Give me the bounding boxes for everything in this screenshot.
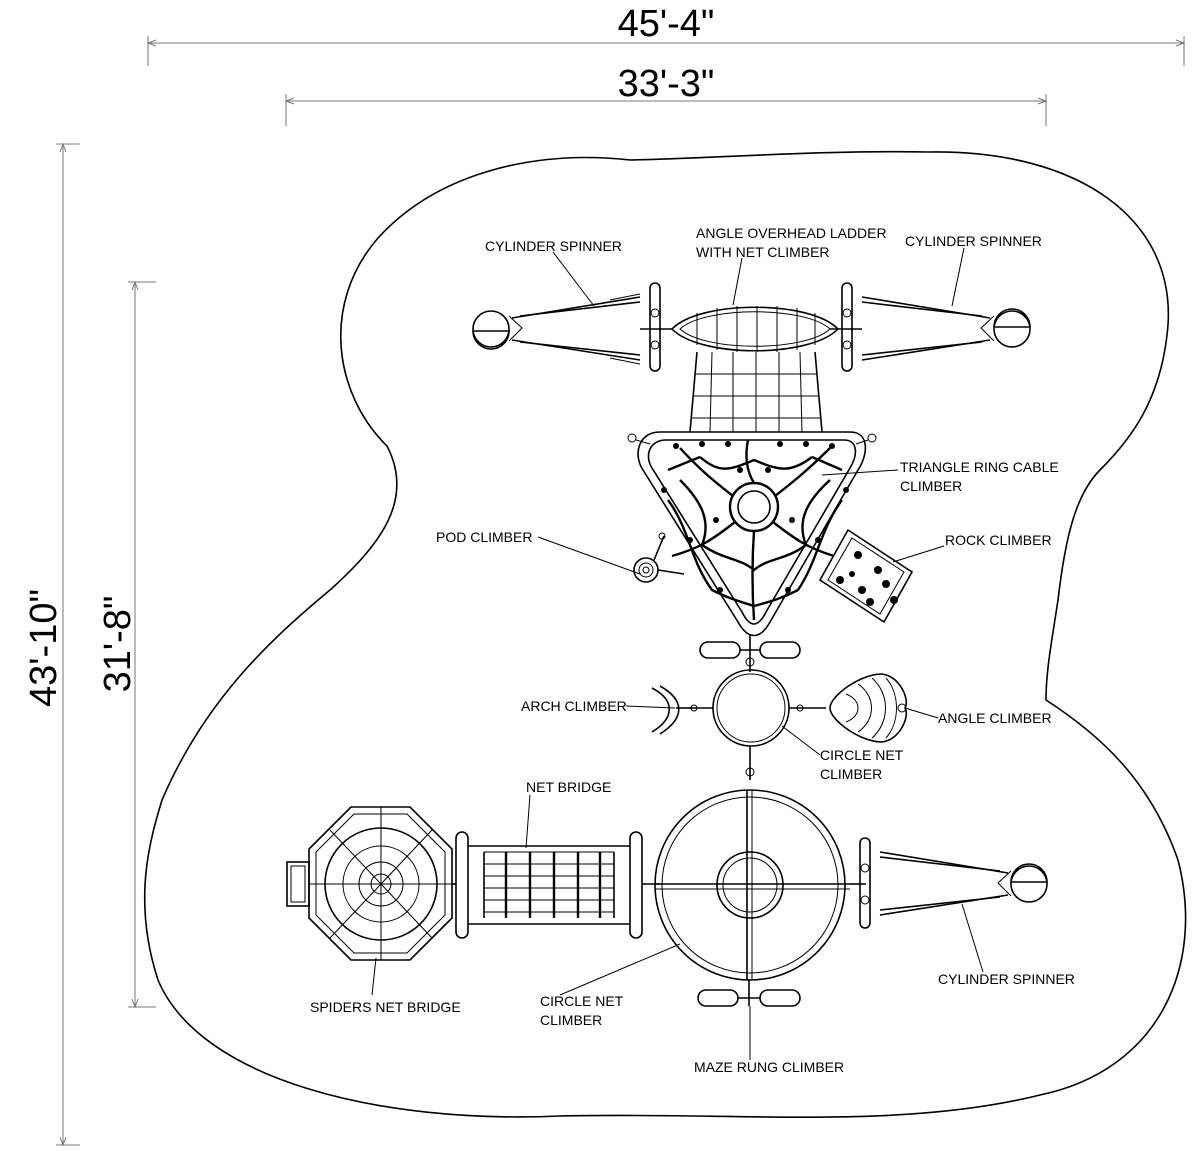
play-depth-label: 31'-8" [97,596,139,693]
label-angle-ladder-line2: WITH NET CLIMBER [696,244,830,260]
label-cylinder-spinner-top-left: CYLINDER SPINNER [485,238,622,254]
play-width-label: 33'-3" [618,63,715,105]
dimension-play-width: 33'-3" [284,63,1048,126]
upper-connector [699,634,801,672]
cylinder-spinner-top-right [830,282,1031,372]
label-rock-climber: ROCK CLIMBER [945,532,1052,548]
dimension-overall-width: 45'-4" [146,3,1186,66]
label-angle-climber: ANGLE CLIMBER [938,710,1052,726]
label-cylinder-spinner-bottom: CYLINDER SPINNER [938,971,1075,987]
label-circle-net-large-line1: CIRCLE NET [540,993,624,1009]
dimension-play-depth: 31'-8" [97,280,156,1009]
angle-climber [829,673,907,743]
label-maze-rung-climber: MAZE RUNG CLIMBER [694,1059,844,1075]
label-circle-net-large-line2: CLIMBER [540,1012,602,1028]
label-spiders-net-bridge: SPIDERS NET BRIDGE [310,999,461,1015]
dimension-overall-depth: 43'-10" [23,142,80,1147]
surfacing-boundary [143,150,1187,1118]
overall-width-label: 45'-4" [618,3,715,45]
circle-net-climber-large [654,789,866,981]
spiders-net-bridge [286,806,453,961]
circle-net-climber-small [690,669,826,780]
maze-rung-climber [697,980,801,1007]
overall-depth-label: 43'-10" [23,589,65,707]
cylinder-spinner-bottom [859,837,1048,929]
triangle-ring-cable-climber [627,431,877,637]
label-circle-net-small-line2: CLIMBER [820,766,882,782]
label-triangle-line1: TRIANGLE RING CABLE [900,459,1059,475]
angle-overhead-ladder [670,306,840,433]
net-bridge [452,831,660,939]
label-net-bridge: NET BRIDGE [526,779,611,795]
arch-climber [651,685,692,735]
label-cylinder-spinner-top-right: CYLINDER SPINNER [905,233,1042,249]
cylinder-spinner-top-left [472,282,672,372]
rock-climber [818,528,914,624]
label-arch-climber: ARCH CLIMBER [521,698,627,714]
leader-lines [371,247,984,1060]
label-pod-climber: POD CLIMBER [436,529,532,545]
label-triangle-line2: CLIMBER [900,478,962,494]
pod-climber [633,532,685,583]
label-angle-ladder-line1: ANGLE OVERHEAD LADDER [696,225,887,241]
label-circle-net-small-line1: CIRCLE NET [820,747,904,763]
